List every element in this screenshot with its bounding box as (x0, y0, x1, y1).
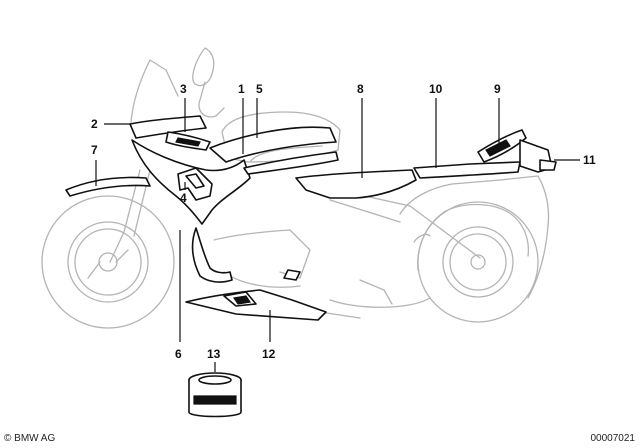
part-6-lower-fairing-decal (191, 227, 233, 283)
part-5-tank-decal (209, 126, 337, 163)
callout-10: 10 (429, 82, 443, 96)
callout-6: 6 (175, 347, 182, 361)
callout-11: 11 (583, 153, 596, 167)
motorcycle-ghost-outline (41, 47, 550, 329)
copyright-notice: © BMW AG (4, 433, 56, 444)
drawing-number: 00007021 (590, 433, 636, 444)
highlighted-parts (65, 115, 557, 418)
leader-lines (95, 98, 580, 372)
part-2-fairing-upper-decal (129, 115, 207, 139)
callout-8: 8 (357, 82, 364, 96)
front-wheel (41, 195, 175, 329)
callout-labels: 1 2 3 4 5 6 7 8 9 10 11 12 13 (91, 82, 596, 361)
part-8-side-cover-decal (295, 169, 417, 199)
callout-2: 2 (91, 117, 98, 131)
callout-12: 12 (262, 347, 276, 361)
rear-wheel (417, 201, 539, 323)
callout-3: 3 (180, 82, 187, 96)
callout-5: 5 (256, 82, 263, 96)
part-13-adhesive-roll (188, 372, 242, 418)
callout-13: 13 (207, 347, 221, 361)
part-10-rear-panel-decal (413, 161, 521, 179)
callout-9: 9 (494, 82, 501, 96)
callout-7: 7 (91, 143, 98, 157)
part-12-belly-pan-decal (185, 289, 327, 321)
callout-1: 1 (238, 82, 245, 96)
part-7-front-fender-decal (65, 176, 151, 197)
callout-4: 4 (180, 191, 187, 205)
